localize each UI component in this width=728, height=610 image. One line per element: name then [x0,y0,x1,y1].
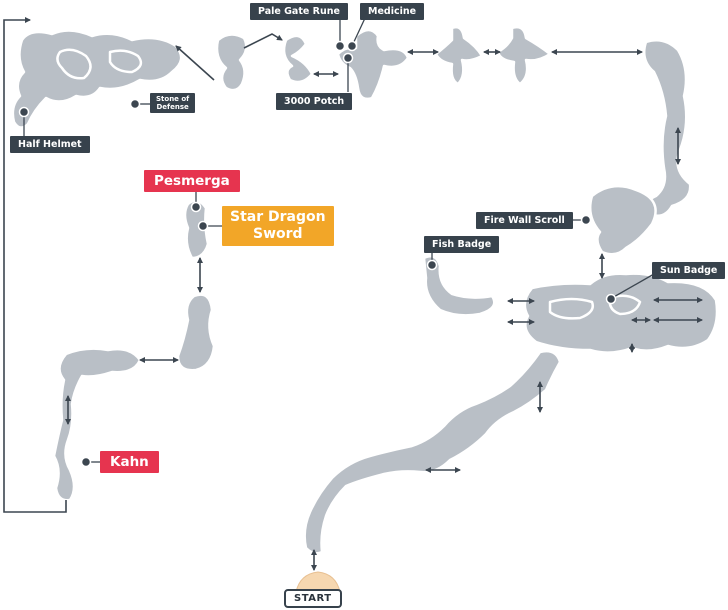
start-pad [295,571,341,593]
cave-sword-column [183,199,210,260]
cave-squiggle [282,34,314,84]
label-fire-wall-scroll: Fire Wall Scroll [476,212,573,229]
location-pins [18,15,655,468]
cave-right-corridor [643,39,692,217]
boss-label-kahn: Kahn [100,451,159,473]
label-star-dragon-sword: Star Dragon Sword [222,206,334,246]
label-fish-badge: Fish Badge [424,236,500,253]
label-half-helmet: Half Helmet [10,136,90,153]
cave-fish-corridor [422,255,496,317]
cave-top-left [11,29,183,129]
connection-arrows [65,33,703,571]
cave-cross-2 [434,25,484,86]
cave-scroll-room [589,184,657,256]
cave-descent [303,349,562,555]
label-medicine: Medicine [360,3,425,20]
cave-cross-1 [336,28,410,101]
cave-cross-3 [496,25,552,86]
outer-route-line [3,17,67,513]
boss-label-pesmerga: Pesmerga [144,170,240,192]
label-sun-badge: Sun Badge [652,262,726,279]
cave-kahn-corridor [52,347,142,502]
cave-top-column [215,33,248,92]
cave-middle-left [176,293,216,372]
cave-loop-system [523,272,719,354]
label-3000-potch: 3000 Potch [276,93,353,110]
start-marker: START [284,589,342,608]
cave-regions [11,25,719,555]
label-pale-gate-rune: Pale Gate Rune [250,3,348,20]
label-stone-of-defense: Stone of Defense [150,93,196,113]
